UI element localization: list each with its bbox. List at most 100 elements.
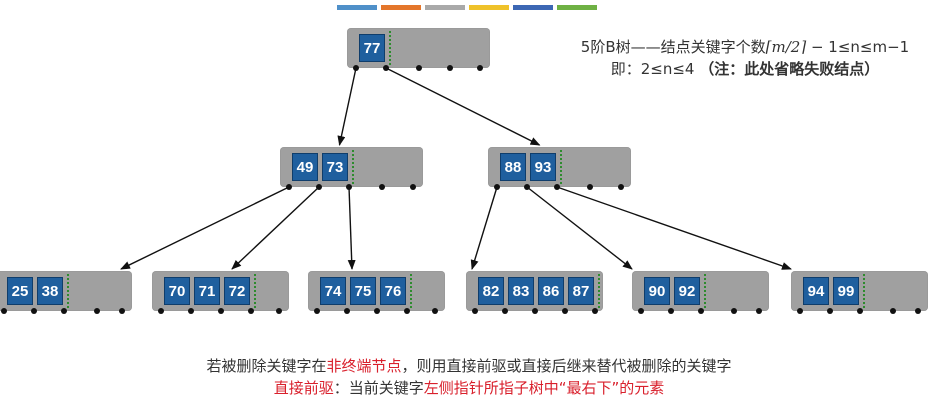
child-pointer xyxy=(668,308,674,314)
tree-edge xyxy=(231,186,320,270)
color-bar-segment xyxy=(425,5,465,10)
child-pointer xyxy=(383,65,389,71)
color-bar-segment xyxy=(557,5,597,10)
node-key: 99 xyxy=(833,277,859,305)
rule-highlight-rightmost: 左侧指针所指子树中“最右下”的元素 xyxy=(423,379,665,397)
tree-edge xyxy=(470,186,498,270)
tree-edge xyxy=(347,186,356,270)
child-pointer xyxy=(797,308,803,314)
child-pointer xyxy=(857,308,863,314)
node-key: 75 xyxy=(350,277,376,305)
key-separator xyxy=(704,274,706,308)
node-key: 77 xyxy=(359,34,385,62)
key-separator xyxy=(254,274,256,308)
deletion-rule: 若被删除关键字在非终端节点，则用直接前驱或直接后继来替代被删除的关键字 xyxy=(0,355,938,376)
child-pointer xyxy=(915,308,921,314)
child-pointer xyxy=(410,184,416,190)
rule-highlight-predecessor: 直接前驱 xyxy=(273,379,334,397)
child-pointer xyxy=(477,65,483,71)
key-separator xyxy=(598,274,600,308)
child-pointer xyxy=(698,308,704,314)
node-key: 94 xyxy=(803,277,829,305)
tree-edge xyxy=(385,67,541,146)
node-key: 86 xyxy=(538,277,564,305)
node-key: 93 xyxy=(530,153,556,181)
node-key: 87 xyxy=(568,277,594,305)
info-suffix: − 1≤n≤m−1 xyxy=(806,38,910,56)
child-pointer xyxy=(638,308,644,314)
child-pointer xyxy=(119,308,125,314)
node-key: 71 xyxy=(194,277,220,305)
child-pointer xyxy=(532,308,538,314)
key-separator xyxy=(389,31,391,65)
tree-edge xyxy=(337,67,357,146)
child-pointer xyxy=(554,184,560,190)
child-pointer xyxy=(432,308,438,314)
child-pointer xyxy=(188,308,194,314)
child-pointer xyxy=(218,308,224,314)
child-pointer xyxy=(276,308,282,314)
node-key: 88 xyxy=(500,153,526,181)
color-bar-segment xyxy=(337,5,377,10)
range-note: （注：此处省略失败结点） xyxy=(699,60,880,78)
child-pointer xyxy=(286,184,292,190)
node-key: 83 xyxy=(508,277,534,305)
rule-part-c: ，则用直接前驱或直接后继来替代被删除的关键字 xyxy=(401,357,732,375)
info-prefix: 5阶B树——结点关键字个数 xyxy=(580,38,766,56)
child-pointer xyxy=(353,65,359,71)
key-separator xyxy=(410,274,412,308)
child-pointer xyxy=(374,308,380,314)
key-separator xyxy=(67,274,69,308)
child-pointer xyxy=(502,308,508,314)
node-key: 92 xyxy=(674,277,700,305)
child-pointer xyxy=(344,308,350,314)
child-pointer xyxy=(587,184,593,190)
key-separator xyxy=(863,274,865,308)
node-key: 76 xyxy=(380,277,406,305)
info-formula: ⌈m/2⌉ xyxy=(765,38,807,56)
node-key: 73 xyxy=(322,153,348,181)
tree-edge xyxy=(526,186,633,270)
predecessor-rule: 直接前驱：当前关键字左侧指针所指子树中“最右下”的元素 xyxy=(0,377,938,398)
child-pointer xyxy=(346,184,352,190)
node-key: 82 xyxy=(478,277,504,305)
tree-edge xyxy=(556,186,792,270)
key-separator xyxy=(352,150,354,184)
child-pointer xyxy=(827,308,833,314)
node-key: 49 xyxy=(292,153,318,181)
rule-highlight-nonterminal: 非终端节点 xyxy=(326,357,402,375)
color-bar-segment xyxy=(469,5,509,10)
key-count-range: 即：2≤n≤4 （注：此处省略失败结点） xyxy=(560,58,930,79)
child-pointer xyxy=(1,308,7,314)
child-pointer xyxy=(446,65,453,71)
child-pointer xyxy=(592,308,598,314)
child-pointer xyxy=(494,184,500,190)
child-pointer xyxy=(316,184,322,190)
color-bar-segment xyxy=(513,5,553,10)
node-key: 74 xyxy=(320,277,346,305)
color-bar-segment xyxy=(381,5,421,10)
child-pointer xyxy=(472,308,478,314)
node-key: 70 xyxy=(164,277,190,305)
key-separator xyxy=(560,150,562,184)
child-pointer xyxy=(379,184,385,190)
child-pointer xyxy=(158,308,164,314)
child-pointer xyxy=(31,308,37,314)
rule-part-b: ：当前关键字 xyxy=(333,379,424,397)
child-pointer xyxy=(524,184,530,190)
node-key: 25 xyxy=(7,277,33,305)
child-pointer xyxy=(756,308,762,314)
root-node: 77 xyxy=(347,28,490,71)
node-key: 72 xyxy=(224,277,250,305)
child-pointer xyxy=(890,308,896,314)
node-key: 90 xyxy=(644,277,670,305)
